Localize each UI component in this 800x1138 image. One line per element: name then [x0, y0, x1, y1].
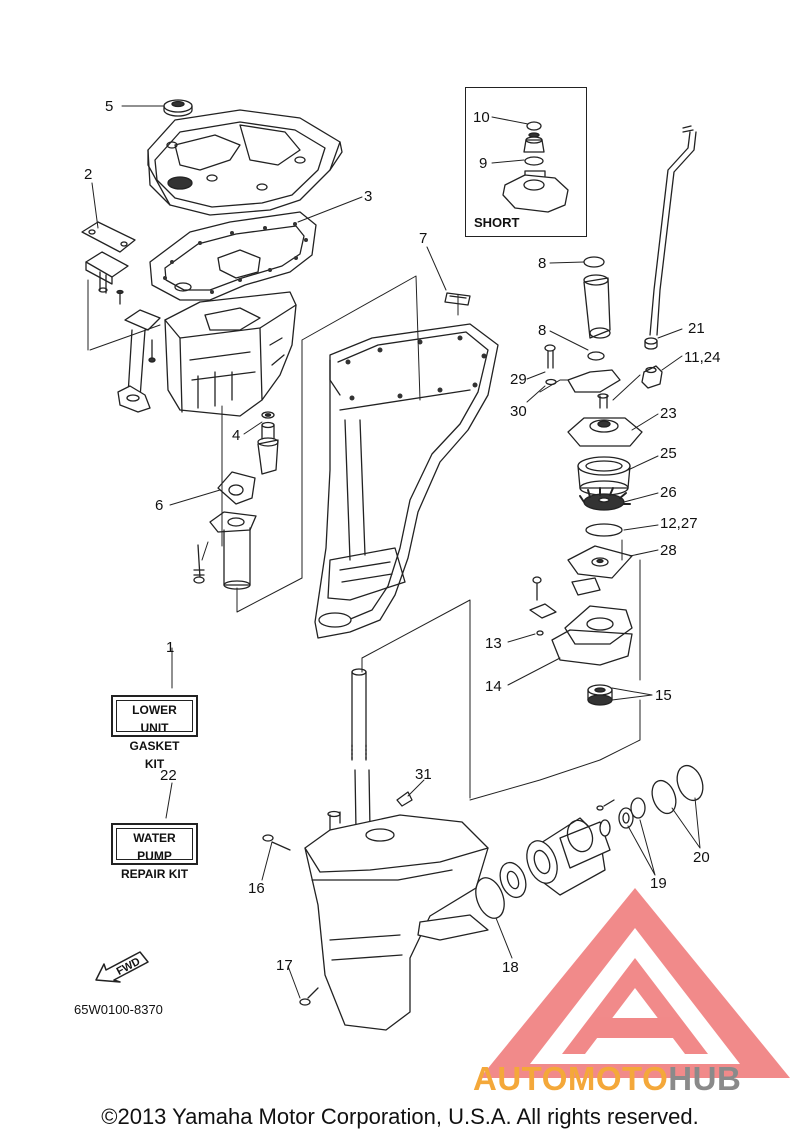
water-pump-repair-kit-box: WATER PUMP REPAIR KIT — [111, 823, 198, 881]
callout-13: 13 — [485, 635, 502, 652]
reference-lines — [87, 275, 641, 801]
callout-30: 30 — [510, 403, 527, 420]
part-20-orings — [651, 764, 704, 815]
part-26-impeller — [579, 487, 631, 511]
callout-8-upper: 8 — [538, 255, 547, 272]
callout-22: 22 — [160, 767, 177, 784]
part-19-parts — [596, 797, 646, 837]
fwd-arrow-icon: FWD — [95, 951, 149, 983]
callout-19: 19 — [650, 875, 667, 892]
prop-shaft-housing — [499, 817, 611, 899]
part-12-oring — [585, 523, 623, 537]
lower-unit-gasket-kit-box: LOWER UNIT GASKET KIT — [111, 695, 198, 771]
driveshaft-housing — [314, 323, 499, 639]
callout-20: 20 — [693, 849, 710, 866]
callout-9: 9 — [479, 155, 488, 172]
callout-26: 26 — [660, 484, 677, 501]
part-4-grommet — [257, 411, 279, 475]
callout-23: 23 — [660, 405, 677, 422]
exhaust-guide — [147, 109, 343, 216]
part-8-tube — [583, 256, 611, 361]
short-inset-frame: SHORT — [465, 87, 587, 237]
water-pump-kit-line2: REPAIR KIT — [120, 867, 189, 881]
part-5-seal — [163, 99, 193, 117]
callout-3: 3 — [364, 188, 373, 205]
lower-unit-kit-line1: LOWER UNIT — [132, 703, 177, 735]
callout-29: 29 — [510, 371, 527, 388]
part-17-bolt — [299, 987, 319, 1006]
callout-5: 5 — [105, 98, 114, 115]
callout-15: 15 — [655, 687, 672, 704]
bolts-29-30 — [544, 344, 621, 393]
callout-6: 6 — [155, 497, 164, 514]
water-pump-kit-line1: WATER PUMP — [133, 831, 176, 863]
wordmark-part2: HUB — [668, 1060, 742, 1097]
callout-18: 18 — [502, 959, 519, 976]
callout-8-lower: 8 — [538, 322, 547, 339]
automotohub-wordmark: AUTOMOTOHUB — [473, 1060, 741, 1098]
leader-lines — [91, 105, 701, 999]
automotohub-logo — [480, 888, 790, 1078]
wordmark-part1: AUTOMOTO — [473, 1060, 669, 1097]
fwd-label: FWD — [115, 956, 143, 978]
part-16-bolt — [262, 834, 291, 851]
part-3-gasket — [149, 211, 317, 301]
part-2-gasket — [81, 221, 136, 305]
callout-1: 1 — [166, 639, 175, 656]
part-25-cup — [577, 456, 631, 496]
water-tube-holder — [117, 309, 161, 413]
diagram-part-number: 65W0100-8370 — [74, 1002, 163, 1017]
callout-16: 16 — [248, 880, 265, 897]
callout-28: 28 — [660, 542, 677, 559]
fwd-arrow: FWD — [94, 946, 154, 991]
callout-31: 31 — [415, 766, 432, 783]
part-23-pump-case — [567, 393, 643, 447]
part-6-gasket — [193, 471, 257, 590]
callout-11-24: 11,24 — [684, 349, 721, 366]
lower-unit-kit-line2: GASKET KIT — [129, 739, 180, 771]
callout-10: 10 — [473, 109, 490, 126]
copyright-notice: ©2013 Yamaha Motor Corporation, U.S.A. A… — [101, 1104, 699, 1129]
callout-7: 7 — [419, 230, 428, 247]
pump-base — [529, 576, 633, 666]
callout-14: 14 — [485, 678, 502, 695]
oil-pan — [164, 291, 297, 417]
part-15-seals — [587, 684, 613, 706]
callout-25: 25 — [660, 445, 677, 462]
callout-17: 17 — [276, 957, 293, 974]
callout-4: 4 — [232, 427, 241, 444]
part-28-plate — [567, 545, 633, 579]
gear-case — [304, 810, 489, 1031]
water-tube — [641, 125, 697, 389]
short-inset-parts — [502, 121, 569, 213]
callout-2: 2 — [84, 166, 93, 183]
part-18-oring — [475, 877, 505, 919]
short-label: SHORT — [474, 215, 520, 230]
drive-shaft — [351, 668, 371, 831]
callout-12-27: 12,27 — [660, 515, 698, 532]
callout-21: 21 — [688, 320, 705, 337]
